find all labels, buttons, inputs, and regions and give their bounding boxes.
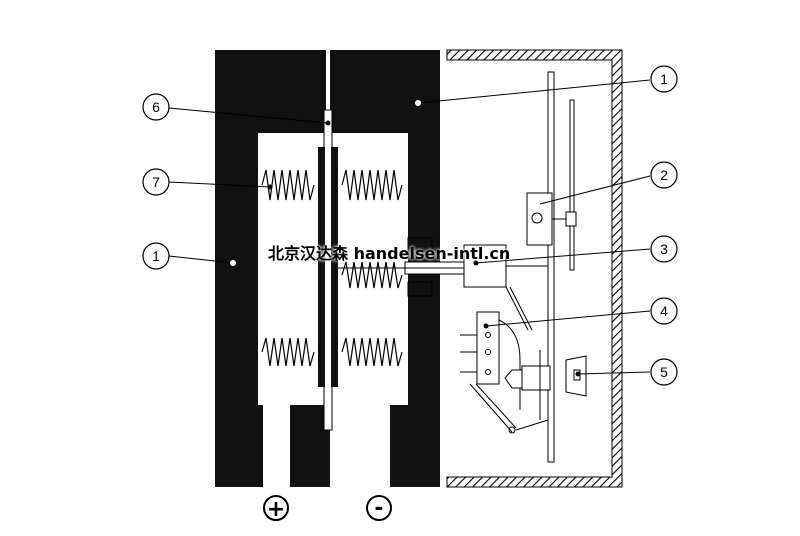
negative-symbol: -: [374, 496, 383, 521]
central-rod: [318, 109, 338, 431]
watermark: 北京汉达森 handelsen-intl.cn: [268, 244, 511, 263]
callout-label: 6: [152, 99, 160, 115]
actuator-rod: [338, 237, 466, 297]
callout-label: 5: [660, 364, 668, 380]
callout-2: 2: [539, 161, 678, 205]
foot-gap-right: [330, 405, 390, 487]
callout-4: 4: [483, 297, 678, 329]
callout-label: 3: [660, 241, 668, 257]
positive-symbol: +: [267, 497, 285, 522]
switch-housing: [446, 49, 623, 488]
callout-label: 4: [660, 303, 668, 319]
callout-label: 2: [660, 167, 668, 183]
terminal-positive: +: [263, 495, 289, 522]
callout-label: 7: [152, 174, 160, 190]
callout-5: 5: [575, 358, 678, 386]
callout-1-top: 1: [415, 65, 678, 106]
switch-mechanism: [460, 71, 587, 463]
callout-1-left: 1: [142, 242, 236, 270]
callout-7: 7: [142, 168, 273, 196]
foot-gap-left: [263, 405, 290, 487]
terminal-negative: -: [366, 495, 392, 521]
callout-6: 6: [142, 93, 331, 126]
callout-label: 1: [660, 71, 668, 87]
callout-3: 3: [473, 235, 678, 266]
callout-label: 1: [152, 248, 160, 264]
springs: [261, 169, 403, 367]
